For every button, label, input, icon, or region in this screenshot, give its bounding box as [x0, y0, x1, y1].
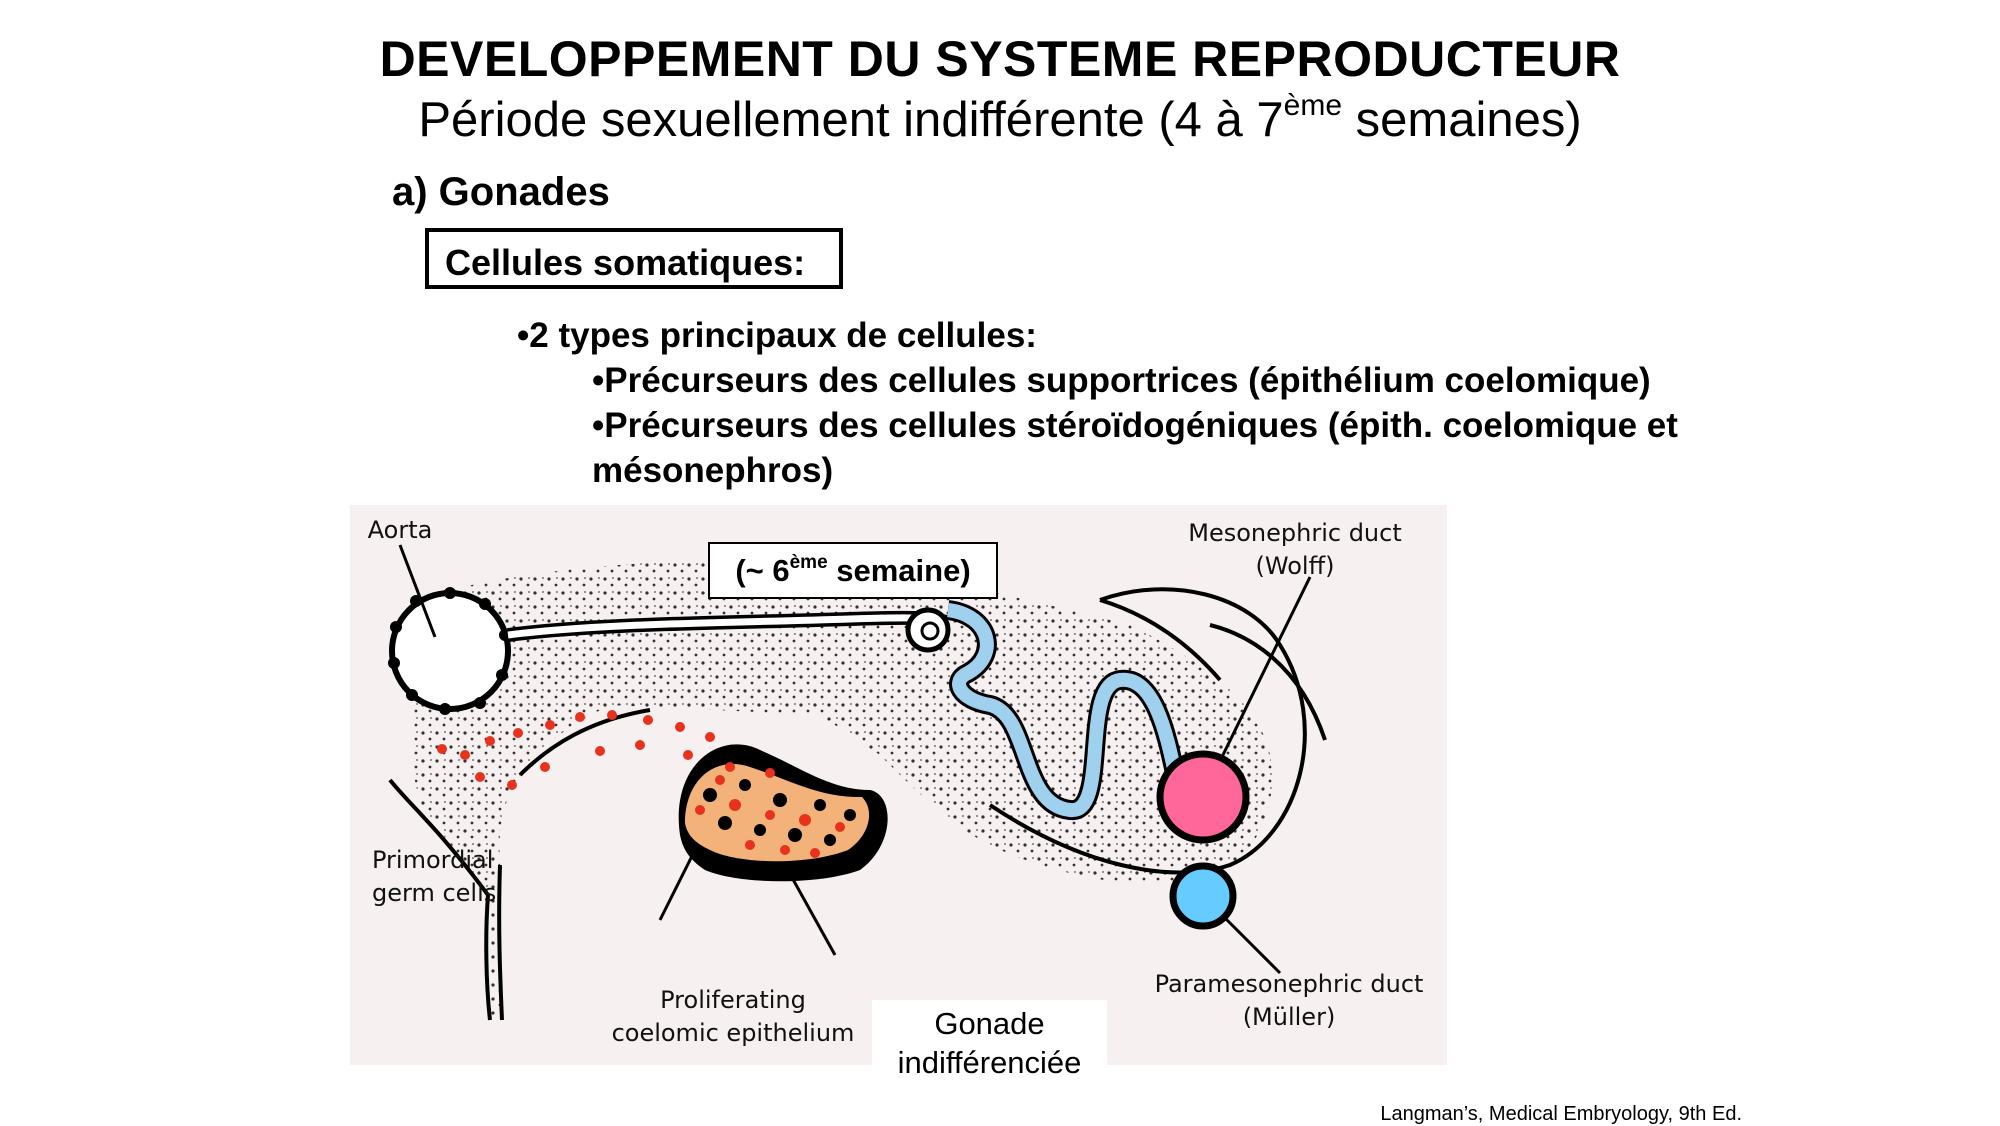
boxed-label: Cellules somatiques:	[425, 228, 843, 289]
mullerian-duct	[1169, 862, 1282, 975]
week-label-box: (~ 6ème semaine)	[708, 542, 998, 599]
bullet-main: •2 types principaux de cellules:	[517, 316, 1037, 355]
label-aorta: Aorta	[368, 516, 433, 544]
label-muller: (Müller)	[1243, 1003, 1336, 1031]
bullet-sub-steroidogenic: •Précurseurs des cellules stéroïdogéniqu…	[592, 406, 1678, 490]
week-label-superscript: ème	[789, 551, 828, 573]
gonade-label-line2: indifférenciée	[897, 1045, 1082, 1080]
subtitle-text-end: semaines)	[1342, 93, 1582, 147]
week-label-text-end: semaine)	[827, 553, 971, 588]
urogenital-ridge-outline	[988, 587, 1327, 875]
aorta	[388, 544, 511, 715]
gonad-region	[658, 744, 888, 956]
bullet-sub-supportive: •Précurseurs des cellules supportrices (…	[592, 361, 1651, 400]
figure-labels: Aorta Mesonephric duct (Wolff) Primordia…	[368, 516, 1424, 1047]
subtitle-superscript: ème	[1283, 88, 1343, 122]
mesenchyme-region	[411, 560, 1273, 1015]
label-paramesonephric-duct: Paramesonephric duct	[1155, 970, 1424, 998]
reference-citation: Langman’s, Medical Embryology, 9th Ed.	[1380, 1103, 1742, 1125]
wolffian-duct	[1156, 576, 1312, 844]
label-primordial: Primordial	[372, 846, 493, 874]
gonade-label-line1: Gonade	[934, 1006, 1045, 1041]
label-wolff: (Wolff)	[1256, 552, 1335, 580]
subtitle-text: Période sexuellement indifférente (4 à 7	[418, 93, 1284, 147]
embryo-cross-section-diagram: Aorta Mesonephric duct (Wolff) Primordia…	[368, 516, 1424, 1047]
label-proliferating: Proliferating	[660, 986, 806, 1014]
week-label-text: (~ 6	[735, 553, 790, 588]
label-mesonephric-duct: Mesonephric duct	[1188, 519, 1402, 547]
gonade-label: Gonade indifférenciée	[872, 1000, 1107, 1086]
section-heading: a) Gonades	[392, 170, 610, 214]
mesonephric-tubule	[507, 600, 1190, 820]
body-wall-outlines	[388, 708, 651, 1021]
label-germ-cells: germ cells	[372, 879, 496, 907]
label-coelomic-epithelium: coelomic epithelium	[612, 1019, 855, 1047]
primordial-germ-cells	[437, 710, 775, 790]
slide-title: DEVELOPPEMENT DU SYSTEME REPRODUCTEUR	[379, 31, 1621, 87]
slide-subtitle: Période sexuellement indifférente (4 à 7…	[0, 88, 2000, 148]
